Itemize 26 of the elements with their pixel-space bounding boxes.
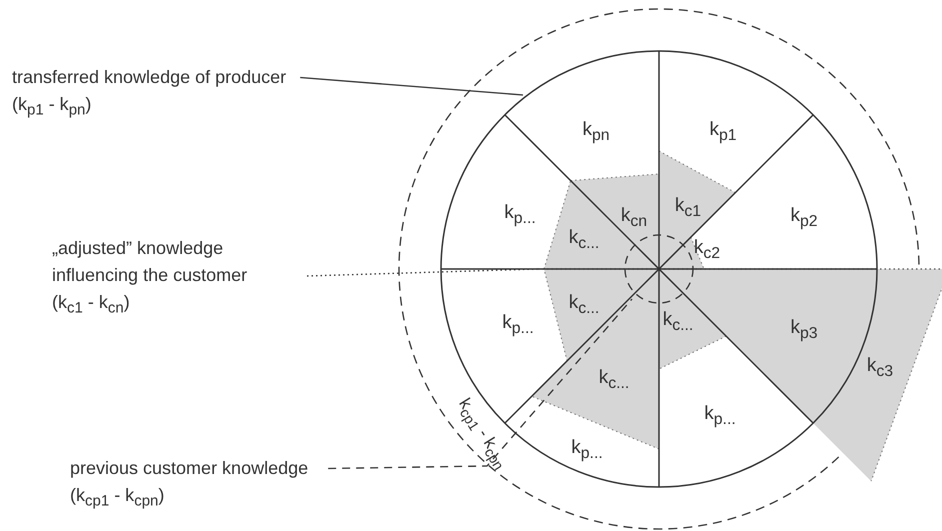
formula-label: (k$_{cp1}$ - k$_{cpn}$) xyxy=(70,484,164,512)
sector-label: k$_{p...}$ xyxy=(504,202,536,228)
sector-label: k$_{pn}$ xyxy=(582,119,610,145)
leader-line xyxy=(328,298,632,470)
sector-label: k$_{c...}$ xyxy=(662,309,694,335)
sector-label: k$_{c...}$ xyxy=(598,367,630,393)
sector-label: k$_{c1}$ xyxy=(674,195,702,221)
sector-label: k$_{c3}$ xyxy=(866,355,894,381)
sector-label: k$_{c...}$ xyxy=(568,292,600,318)
sector-label: k$_{c...}$ xyxy=(568,227,600,253)
leader-line xyxy=(306,268,538,277)
formula-label: (k$_{p1}$ - k$_{pn}$) xyxy=(12,93,92,121)
sector-label: k$_{c2}$ xyxy=(694,237,720,263)
divided-circle xyxy=(440,50,878,488)
sector-label: k$_{p...}$ xyxy=(571,437,603,463)
sector-label: k$_{p1}$ xyxy=(709,119,737,145)
sector-label: k$_{p...}$ xyxy=(704,403,736,429)
leader-line xyxy=(300,76,524,96)
annotation-label: previous customer knowledge xyxy=(70,457,308,480)
sector-label: k$_{p...}$ xyxy=(502,312,534,338)
sector-label: k$_{cn}$ xyxy=(620,205,648,231)
formula-label: (k$_{c1}$ - k$_{cn}$) xyxy=(52,291,130,319)
annotation-label: „adjusted” knowledge influencing the customer xyxy=(52,237,248,287)
sector-label: k$_{p3}$ xyxy=(790,317,818,343)
annotation-label: transferred knowledge of producer xyxy=(12,66,286,89)
sector-label: k$_{p2}$ xyxy=(790,205,818,231)
